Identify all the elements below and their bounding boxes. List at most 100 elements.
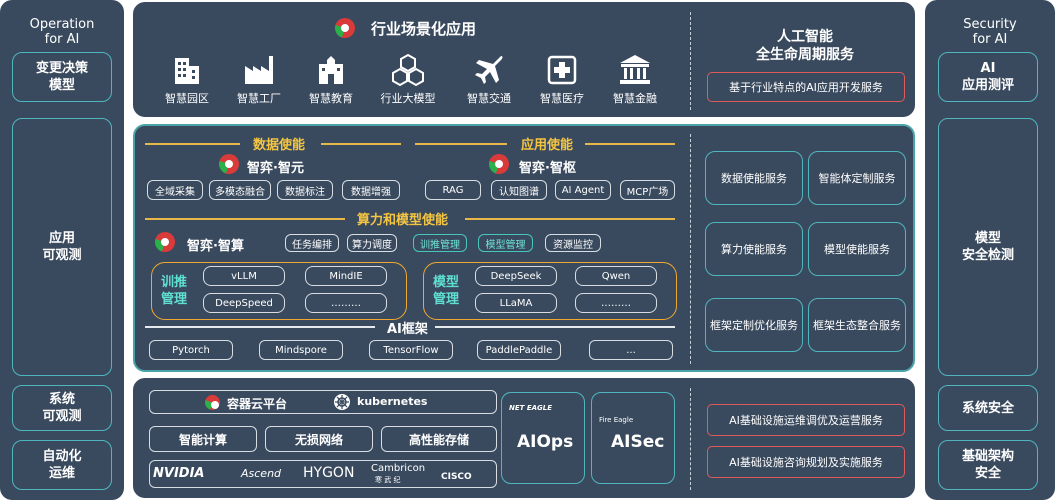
divider [145,326,375,328]
chip-train-infer-management[interactable]: 训推管理 [413,234,467,252]
divider [690,388,691,490]
tile-app-observability[interactable]: 应用 可观测 [12,118,112,376]
security-for-ai-title: Security for AI [963,17,1017,47]
chip-full-domain-collection[interactable]: 全域采集 [147,180,203,200]
models-group-label: 模型 管理 [433,275,460,307]
industry-apps-title: 行业场景化应用 [371,20,477,38]
chip-mindie[interactable]: MindIE [305,266,387,286]
aisec-tile[interactable] [591,392,675,484]
tile-infra-security[interactable]: 基础架构 安全 [938,440,1038,490]
chip-rag[interactable]: RAG [425,180,481,200]
divider [690,134,691,364]
cubes-icon [392,53,424,87]
aiops-label: AIOps [517,432,574,452]
scenario-label: 智慧园区 [165,92,209,105]
chip-vllm[interactable]: vLLM [203,266,285,286]
fire-eagle-brand: Fire Eagle [599,416,634,424]
chip-tensorflow[interactable]: TensorFlow [369,340,453,360]
ai-infra-consulting-service[interactable]: AI基础设施咨询规划及实施服务 [707,446,905,478]
zhiyi-logo [335,18,355,38]
chip-data-labeling[interactable]: 数据标注 [277,180,333,200]
chip-deepspeed[interactable]: DeepSpeed [203,293,285,313]
chip-multimodal-fusion[interactable]: 多模态融合 [209,180,271,200]
container-platform-label: 容器云平台 [227,397,288,411]
scenario-label: 智慧交通 [467,92,511,105]
scenario-label: 智慧医疗 [540,92,584,105]
data-enable-heading: 数据使能 [253,138,306,153]
ai-framework-heading: AI框架 [387,322,428,337]
chip-llama[interactable]: LLaMA [475,293,557,313]
tile-ai-app-evaluation[interactable]: AI 应用测评 [938,52,1038,102]
tile-automated-ops[interactable]: 自动化 运维 [12,440,112,490]
chip-pytorch[interactable]: Pytorch [149,340,233,360]
enablement-panel: 数据使能 智弈·智元 全域采集 多模态融合 数据标注 数据增强 应用使能 智弈·… [133,124,915,372]
aisec-label: AISec [611,432,665,452]
divider [145,218,345,220]
divider [321,143,401,145]
chip-knowledge-graph[interactable]: 认知图谱 [491,180,547,200]
chip-resource-monitoring[interactable]: 资源监控 [545,234,601,252]
zhiyi-logo [205,395,220,410]
bank-icon [620,55,650,84]
svc-framework-ecosystem[interactable]: 框架生态整合服务 [808,298,906,352]
compute-model-enable-heading: 算力和模型使能 [357,213,449,228]
divider [435,326,675,328]
training-group-label: 训推 管理 [161,275,188,307]
office-building-icon [175,58,199,84]
chip-ai-agent[interactable]: AI Agent [555,180,611,200]
chip-training-more[interactable]: ……… [305,293,387,313]
operation-for-ai-title: Operation for AI [29,17,95,47]
kubernetes-label: kubernetes [357,395,428,408]
zhiyi-logo [219,154,239,174]
zhiyi-zhiyuan-label: 智弈·智元 [247,161,304,176]
svc-data-enable[interactable]: 数据使能服务 [705,151,803,205]
training-group [151,262,407,320]
ascend-logo: Ascend [241,467,282,480]
zhiyi-logo [155,232,175,252]
chip-intelligent-computing[interactable]: 智能计算 [149,426,257,452]
svc-model-enable[interactable]: 模型使能服务 [808,222,906,276]
kubernetes-icon [334,394,350,410]
divider [690,12,691,110]
security-for-ai-column: Security for AI AI 应用测评 模型 安全检测 系统安全 基础架… [925,0,1055,500]
chip-high-perf-storage[interactable]: 高性能存储 [381,426,497,452]
svc-framework-optimize[interactable]: 框架定制优化服务 [705,298,803,352]
chip-task-orchestration[interactable]: 任务编排 [285,234,339,252]
zhiyi-logo [489,154,509,174]
tile-system-security[interactable]: 系统安全 [938,385,1038,431]
scenario-label: 行业大模型 [380,92,436,105]
industry-apps-panel: 行业场景化应用 智慧园区 智慧工厂 智慧教育 行业大模型 智慧交通 智慧医疗 智… [133,2,915,117]
industry-ai-dev-service[interactable]: 基于行业特点的AI应用开发服务 [707,72,905,102]
aiops-tile[interactable] [501,392,585,484]
zhiyi-zhisuan-label: 智弈·智算 [187,239,244,254]
lifecycle-service-title: 人工智能 全生命周期服务 [756,29,854,63]
app-enable-heading: 应用使能 [521,138,574,153]
tile-model-security-detection[interactable]: 模型 安全检测 [938,118,1038,376]
chip-paddlepaddle[interactable]: PaddlePaddle [477,340,561,360]
divider [145,143,240,145]
chip-framework-more[interactable]: ... [589,340,673,360]
scenario-label: 智慧工厂 [237,92,281,105]
vendor-logos-bar [149,460,497,488]
school-icon [319,56,343,84]
scenario-label: 智慧金融 [613,92,657,105]
chip-qwen[interactable]: Qwen [575,266,657,286]
ai-infra-ops-service[interactable]: AI基础设施运维调优及运营服务 [707,404,905,436]
chip-deepseek[interactable]: DeepSeek [475,266,557,286]
chip-mcp-square[interactable]: MCP广场 [620,180,675,200]
nvidia-logo: NVIDIA [153,466,205,481]
tile-change-decision-model[interactable]: 变更决策 模型 [12,52,112,102]
chip-mindspore[interactable]: Mindspore [259,340,343,360]
chip-model-management[interactable]: 模型管理 [478,234,533,252]
hygon-logo: HYGON [303,465,355,481]
chip-data-augmentation[interactable]: 数据增强 [342,180,400,200]
models-group [423,262,677,320]
cambricon-cn-logo: 寒 武 纪 [375,476,401,484]
zhiyi-zhishu-label: 智弈·智枢 [519,161,576,176]
chip-compute-scheduling[interactable]: 算力调度 [347,234,397,252]
tile-system-observability[interactable]: 系统 可观测 [12,385,112,431]
svc-agent-custom[interactable]: 智能体定制服务 [808,151,906,205]
chip-models-more[interactable]: ……… [575,293,657,313]
svc-compute-enable[interactable]: 算力使能服务 [705,222,803,276]
chip-lossless-network[interactable]: 无损网络 [265,426,373,452]
